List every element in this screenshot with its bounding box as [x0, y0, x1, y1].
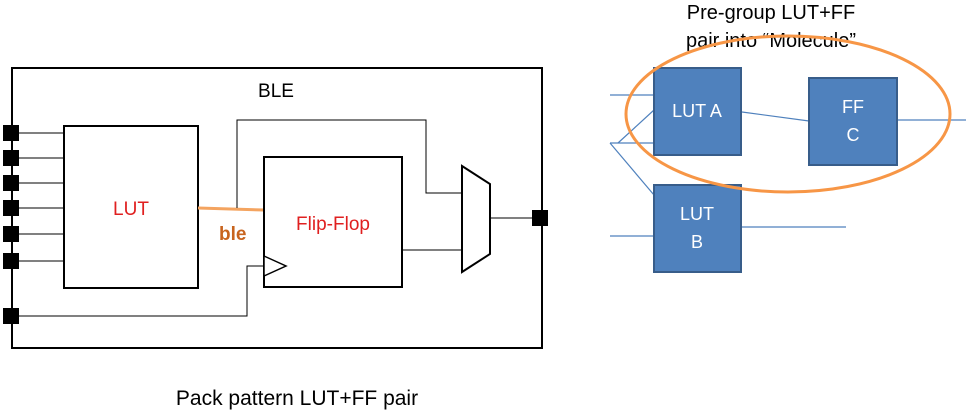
flip-flop-label: Flip-Flop	[296, 214, 370, 235]
input-pin	[3, 253, 19, 269]
output-pin	[532, 210, 548, 226]
lut-b-label-line2: B	[691, 232, 703, 252]
input-pin	[3, 125, 19, 141]
input-pins	[3, 125, 19, 324]
lut-block	[63, 125, 199, 289]
input-pin	[3, 226, 19, 242]
lut-label: LUT	[113, 199, 149, 220]
input-pin	[3, 175, 19, 191]
lut-a-label: LUT A	[672, 101, 722, 121]
lut-b-block	[653, 184, 742, 273]
input-pin	[3, 200, 19, 216]
clock-wire	[19, 265, 264, 317]
ff-c-label-line1: FF	[842, 97, 864, 117]
input-wires	[19, 132, 64, 262]
multiplexer	[461, 164, 491, 274]
ble-tag: ble	[219, 224, 246, 245]
lut-b-label-line1: LUT	[680, 204, 714, 224]
ff-c-block	[808, 77, 898, 166]
lut-a-block	[653, 67, 742, 156]
ble-connection	[197, 206, 265, 212]
flip-flop-block	[263, 156, 403, 288]
clock-pin	[3, 308, 19, 324]
molecule-ellipse	[624, 34, 952, 194]
bypass-wire	[236, 119, 462, 208]
ff-c-label-line2: C	[847, 125, 860, 145]
molecule-wires	[609, 94, 966, 237]
ble-label: BLE	[258, 81, 294, 102]
left-caption: Pack pattern LUT+FF pair	[176, 387, 418, 410]
molecule-title-line1: Pre-group LUT+FF	[687, 2, 855, 24]
input-pin	[3, 150, 19, 166]
molecule-title-line2: pair into “Molecule”	[686, 30, 856, 52]
